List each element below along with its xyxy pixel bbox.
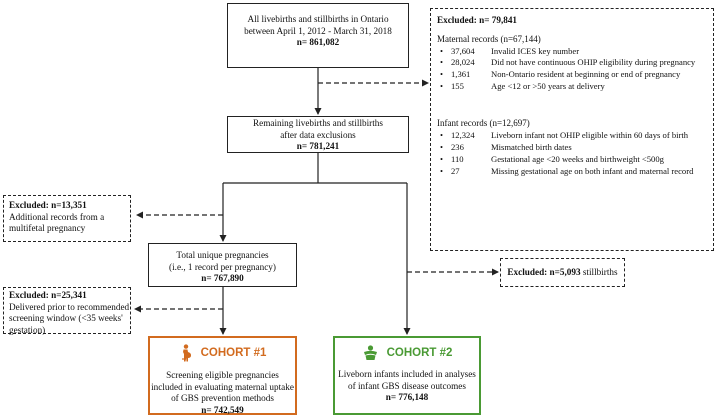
excluded-stillbirths-box: Excluded: n=5,093 stillbirths (500, 258, 625, 287)
maternal-records-header: Maternal records (n=67,144) (437, 33, 541, 44)
item-count: 110 (451, 153, 464, 164)
excluded-preterm-title: Excluded: n=25,341 (9, 290, 87, 300)
item-description: Age <12 or >50 years at delivery (491, 80, 605, 91)
remaining-line1: Remaining livebirths and stillbirths (253, 118, 383, 128)
item-description: Did not have continuous OHIP eligibility… (491, 57, 696, 68)
unique-pregnancies-count: n= 767,890 (201, 273, 244, 284)
remaining-count: n= 781,241 (296, 141, 340, 152)
excluded-preterm-line2: screening window (<35 weeks' (9, 313, 123, 324)
bullet-marker: • (440, 80, 444, 91)
excluded-multifetal-box: Excluded: n=13,351 Additional records fr… (3, 195, 131, 242)
item-count: 155 (451, 80, 464, 91)
list-item: • 12,324 Liveborn infant not OHIP eligible… (437, 130, 707, 142)
unique-pregnancies-box: Total unique pregnancies (i.e., 1 record… (148, 243, 297, 287)
excluded-main-box: Excluded: n= 79,841 Maternal records (n=… (430, 8, 714, 251)
excluded-multifetal-line1: Additional records from a (9, 211, 105, 222)
item-description: Invalid ICES key number (491, 45, 580, 56)
list-item: • 27 Missing gestational age on both infan… (437, 166, 707, 178)
list-item: • 110 Gestational age <20 weeks and birthw… (437, 154, 707, 166)
list-item: • 1,361 Non-Ontario resident at beginning … (437, 69, 707, 81)
cohort1-label: COHORT #1 (200, 347, 267, 359)
item-description: Missing gestational age on both infant a… (491, 165, 694, 176)
excluded-stillbirths-text: stillbirths (580, 267, 618, 277)
bullet-marker: • (440, 130, 444, 141)
item-description: Mismatched birth dates (491, 142, 572, 153)
cohort1-box: COHORT #1 Screening eligible pregnancies… (148, 336, 297, 415)
item-count: 27 (451, 165, 460, 176)
bullet-marker: • (440, 153, 444, 164)
bullet-marker: • (440, 45, 444, 56)
item-description: Gestational age <20 weeks and birthweigh… (491, 153, 664, 164)
list-item: • 37,604 Invalid ICES key number (437, 46, 707, 58)
excluded-preterm-box: Excluded: n=25,341 Delivered prior to re… (3, 287, 131, 335)
cohort1-line2: included in evaluating maternal uptake (151, 381, 294, 392)
item-count: 37,604 (451, 45, 475, 56)
excluded-stillbirths-title: Excluded: n=5,093 (507, 267, 581, 277)
cohort2-line1: Liveborn infants included in analyses (338, 369, 476, 379)
infant-records-list: • 12,324 Liveborn infant not OHIP eligible… (437, 130, 707, 177)
excluded-multifetal-title: Excluded: n=13,351 (9, 200, 87, 210)
pregnant-woman-icon (181, 344, 191, 362)
bullet-marker: • (440, 57, 444, 68)
all-births-line2: between April 1, 2012 - March 31, 2018 (244, 25, 392, 36)
bullet-marker: • (440, 165, 444, 176)
cohort1-count: n= 742,549 (201, 404, 244, 415)
all-births-box: All livebirths and stillbirths in Ontari… (227, 3, 409, 68)
all-births-count: n= 861,082 (296, 37, 340, 48)
excluded-main-title: Excluded: n= 79,841 (437, 15, 518, 25)
cohort2-box: COHORT #2 Liveborn infants included in a… (333, 336, 481, 415)
item-count: 12,324 (451, 130, 475, 141)
bullet-marker: • (440, 69, 444, 79)
remaining-line2: after data exclusions (280, 129, 356, 140)
unique-pregnancies-line1: Total unique pregnancies (176, 250, 269, 260)
infant-records-header: Infant records (n=12,697) (437, 118, 530, 129)
cohort1-line3: of GBS prevention methods (171, 393, 274, 404)
excluded-preterm-line3: gestation) (9, 324, 46, 335)
item-description: Non-Ontario resident at beginning or end… (491, 69, 681, 79)
excluded-preterm-line1: Delivered prior to recommended (9, 301, 130, 312)
bullet-marker: • (440, 142, 444, 153)
unique-pregnancies-line2: (i.e., 1 record per pregnancy) (169, 261, 276, 272)
all-births-line1: All livebirths and stillbirths in Ontari… (247, 14, 389, 24)
cohort2-line2: of infant GBS disease outcomes (348, 380, 466, 391)
item-count: 236 (451, 142, 464, 153)
item-count: 1,361 (451, 69, 471, 79)
list-item: • 236 Mismatched birth dates (437, 142, 707, 154)
list-item: • 155 Age <12 or >50 years at delivery (437, 81, 707, 93)
item-count: 28,024 (451, 57, 475, 68)
excluded-multifetal-line2: multifetal pregnancy (9, 223, 86, 234)
maternal-records-list: • 37,604 Invalid ICES key number • 28,024 Did… (437, 46, 707, 93)
cohort2-count: n= 776,148 (385, 392, 429, 403)
cohort2-label: COHORT #2 (386, 346, 453, 359)
infant-icon (363, 345, 377, 360)
list-item: • 28,024 Did not have continuous OHIP elig… (437, 57, 707, 69)
item-description: Liveborn infant not OHIP eligible within… (491, 130, 689, 141)
remaining-box: Remaining livebirths and stillbirths aft… (227, 116, 409, 153)
cohort1-line1: Screening eligible pregnancies (166, 370, 279, 380)
